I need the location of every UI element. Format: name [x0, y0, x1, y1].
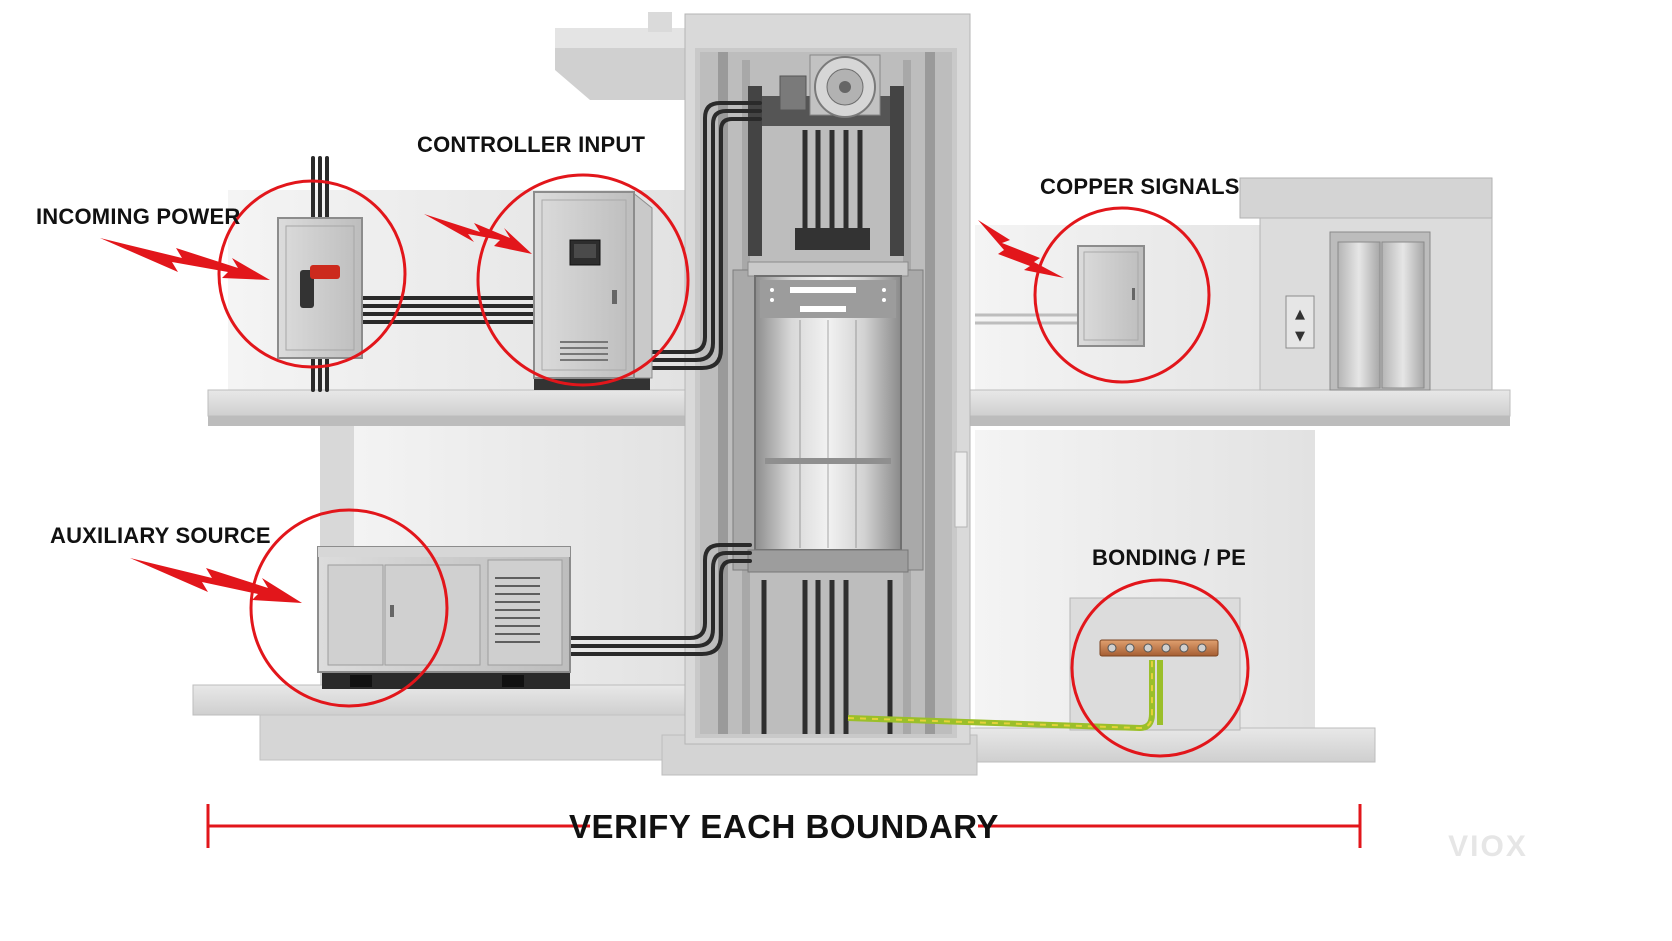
concrete-slabs	[192, 12, 1511, 776]
incoming-power-arrow-icon	[100, 238, 270, 280]
incoming-power-disconnect	[277, 217, 363, 359]
bonding-pe-circle	[1070, 578, 1250, 758]
lightning-arrows	[100, 214, 1064, 603]
elevator-shaft	[684, 13, 971, 745]
boundary-line	[206, 804, 1362, 848]
landing-door-block: ▲ ▼	[1239, 177, 1493, 391]
auxiliary-source-arrow-icon	[130, 558, 302, 603]
copper-signals-label: COPPER SIGNALS	[1040, 174, 1240, 199]
incoming-power-label: INCOMING POWER	[36, 204, 240, 229]
copper-signals-arrow-icon	[978, 220, 1064, 278]
callout-circles	[217, 173, 1250, 758]
hall-up-button: ▲	[1295, 307, 1305, 322]
copper-signal-junction	[975, 245, 1265, 347]
controller-input-circle	[476, 173, 690, 387]
bonding-busbar-assembly	[847, 597, 1241, 732]
power-conduits	[311, 101, 762, 656]
auxiliary-generator	[317, 546, 571, 689]
controller-cabinet	[533, 191, 653, 390]
controller-input-arrow-icon	[424, 214, 532, 254]
verify-boundary-label: VERIFY EACH BOUNDARY	[569, 808, 999, 845]
controller-input-label: CONTROLLER INPUT	[417, 132, 645, 157]
copper-signals-circle	[1033, 206, 1211, 384]
traction-sheave	[809, 54, 881, 118]
auxiliary-source-label: AUXILIARY SOURCE	[50, 523, 271, 548]
bonding-pe-label: BONDING / PE	[1092, 545, 1246, 570]
hall-down-button: ▼	[1295, 329, 1305, 344]
incoming-power-circle	[217, 179, 407, 369]
watermark-logo: VIOX	[1448, 830, 1528, 863]
auxiliary-source-circle	[249, 508, 449, 708]
elevator-car	[747, 275, 909, 573]
